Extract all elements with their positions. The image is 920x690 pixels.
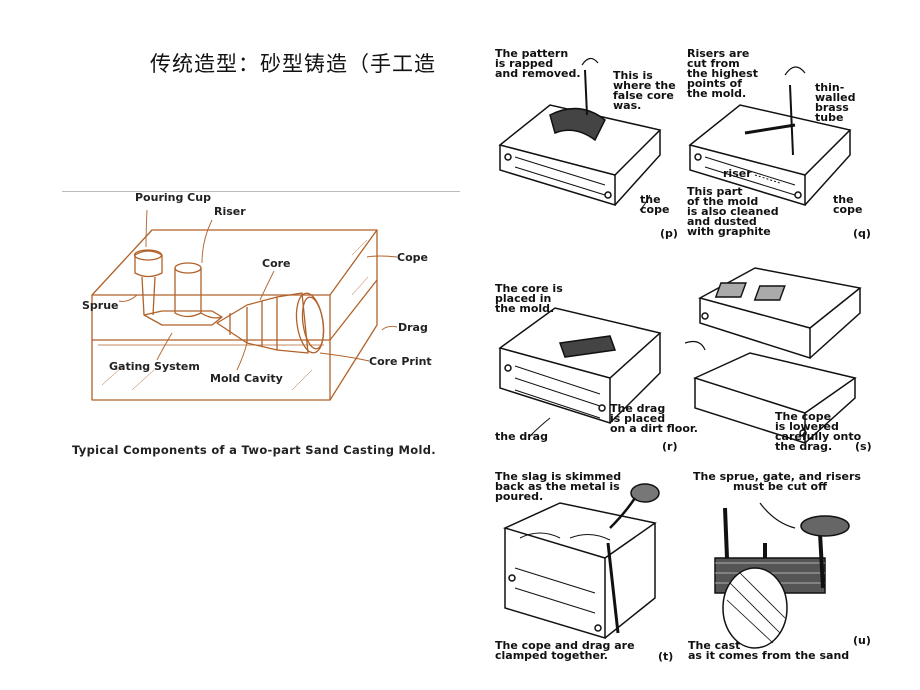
panel-r-caption-1: The core is placed in the mold. [495,282,563,315]
panel-q-caption-2: thin- walled brass tube [815,81,856,124]
panel-t-tag: (t) [658,650,674,663]
panel-r-drawing [498,307,662,437]
label-core-print: Core Print [369,355,432,368]
panel-q-caption-1: Risers are cut from the highest points o… [687,47,758,100]
panel-q-caption-5: the cope [833,193,863,216]
panel-s: The cope is lowered carefully onto the d… [685,258,873,458]
figure-divider [62,191,460,192]
label-drag: Drag [398,321,428,334]
panel-q-caption-4: This part of the mold is also cleaned an… [687,185,779,238]
panel-u-drawing [714,502,850,649]
panel-q-drawing [688,66,852,207]
label-riser: Riser [214,205,246,218]
panel-t-caption-1: The slag is skimmed back as the metal is… [495,470,622,503]
label-core: Core [262,257,291,270]
label-mold-cavity: Mold Cavity [210,372,283,385]
panel-t-caption-2: The cope and drag are clamped together. [495,639,635,662]
panel-t: The slag is skimmed back as the metal is… [490,468,678,668]
page-title: 传统造型：砂型铸造（手工造 [150,52,436,76]
panel-p-caption-3: the cope [640,193,670,216]
panel-q-tag: (q) [853,227,871,240]
panel-u-tag: (u) [853,634,871,647]
panel-s-caption-1: The cope is lowered carefully onto the d… [775,410,862,453]
panel-r-caption-2: The drag is placed on a dirt floor. [610,402,698,435]
panel-u: The sprue, gate, and risers must be cut … [685,468,873,668]
panel-r-tag: (r) [662,440,678,453]
panel-p-caption-2: This is where the false core was. [613,69,676,112]
panel-r-caption-3: the drag [495,430,548,443]
panel-q-caption-3: riser [723,167,752,180]
panel-t-drawing [502,483,660,640]
panel-u-caption-1: The sprue, gate, and risers must be cut … [693,470,861,493]
label-cope: Cope [397,251,428,264]
panel-s-tag: (s) [855,440,872,453]
label-sprue: Sprue [82,299,119,312]
panel-p-tag: (p) [660,227,678,240]
panel-p-drawing [498,57,662,211]
panel-q: Risers are cut from the highest points o… [685,45,873,245]
label-gating-system: Gating System [109,360,200,373]
panel-p-caption-1: The pattern is rapped and removed. [495,47,581,80]
sand-mold-sketch [91,209,398,401]
panel-r: The core is placed in the mold. The drag… [490,258,698,458]
figure-caption: Typical Components of a Two-part Sand Ca… [72,443,436,457]
sand-mold-diagram: Pouring Cup Riser Core Cope Sprue Drag C… [62,185,462,455]
panel-u-caption-2: The cast as it comes from the sand [688,639,850,662]
panel-s-drawing [685,267,862,445]
panel-p: The pattern is rapped and removed. This … [490,45,678,245]
label-pouring-cup: Pouring Cup [135,191,211,204]
